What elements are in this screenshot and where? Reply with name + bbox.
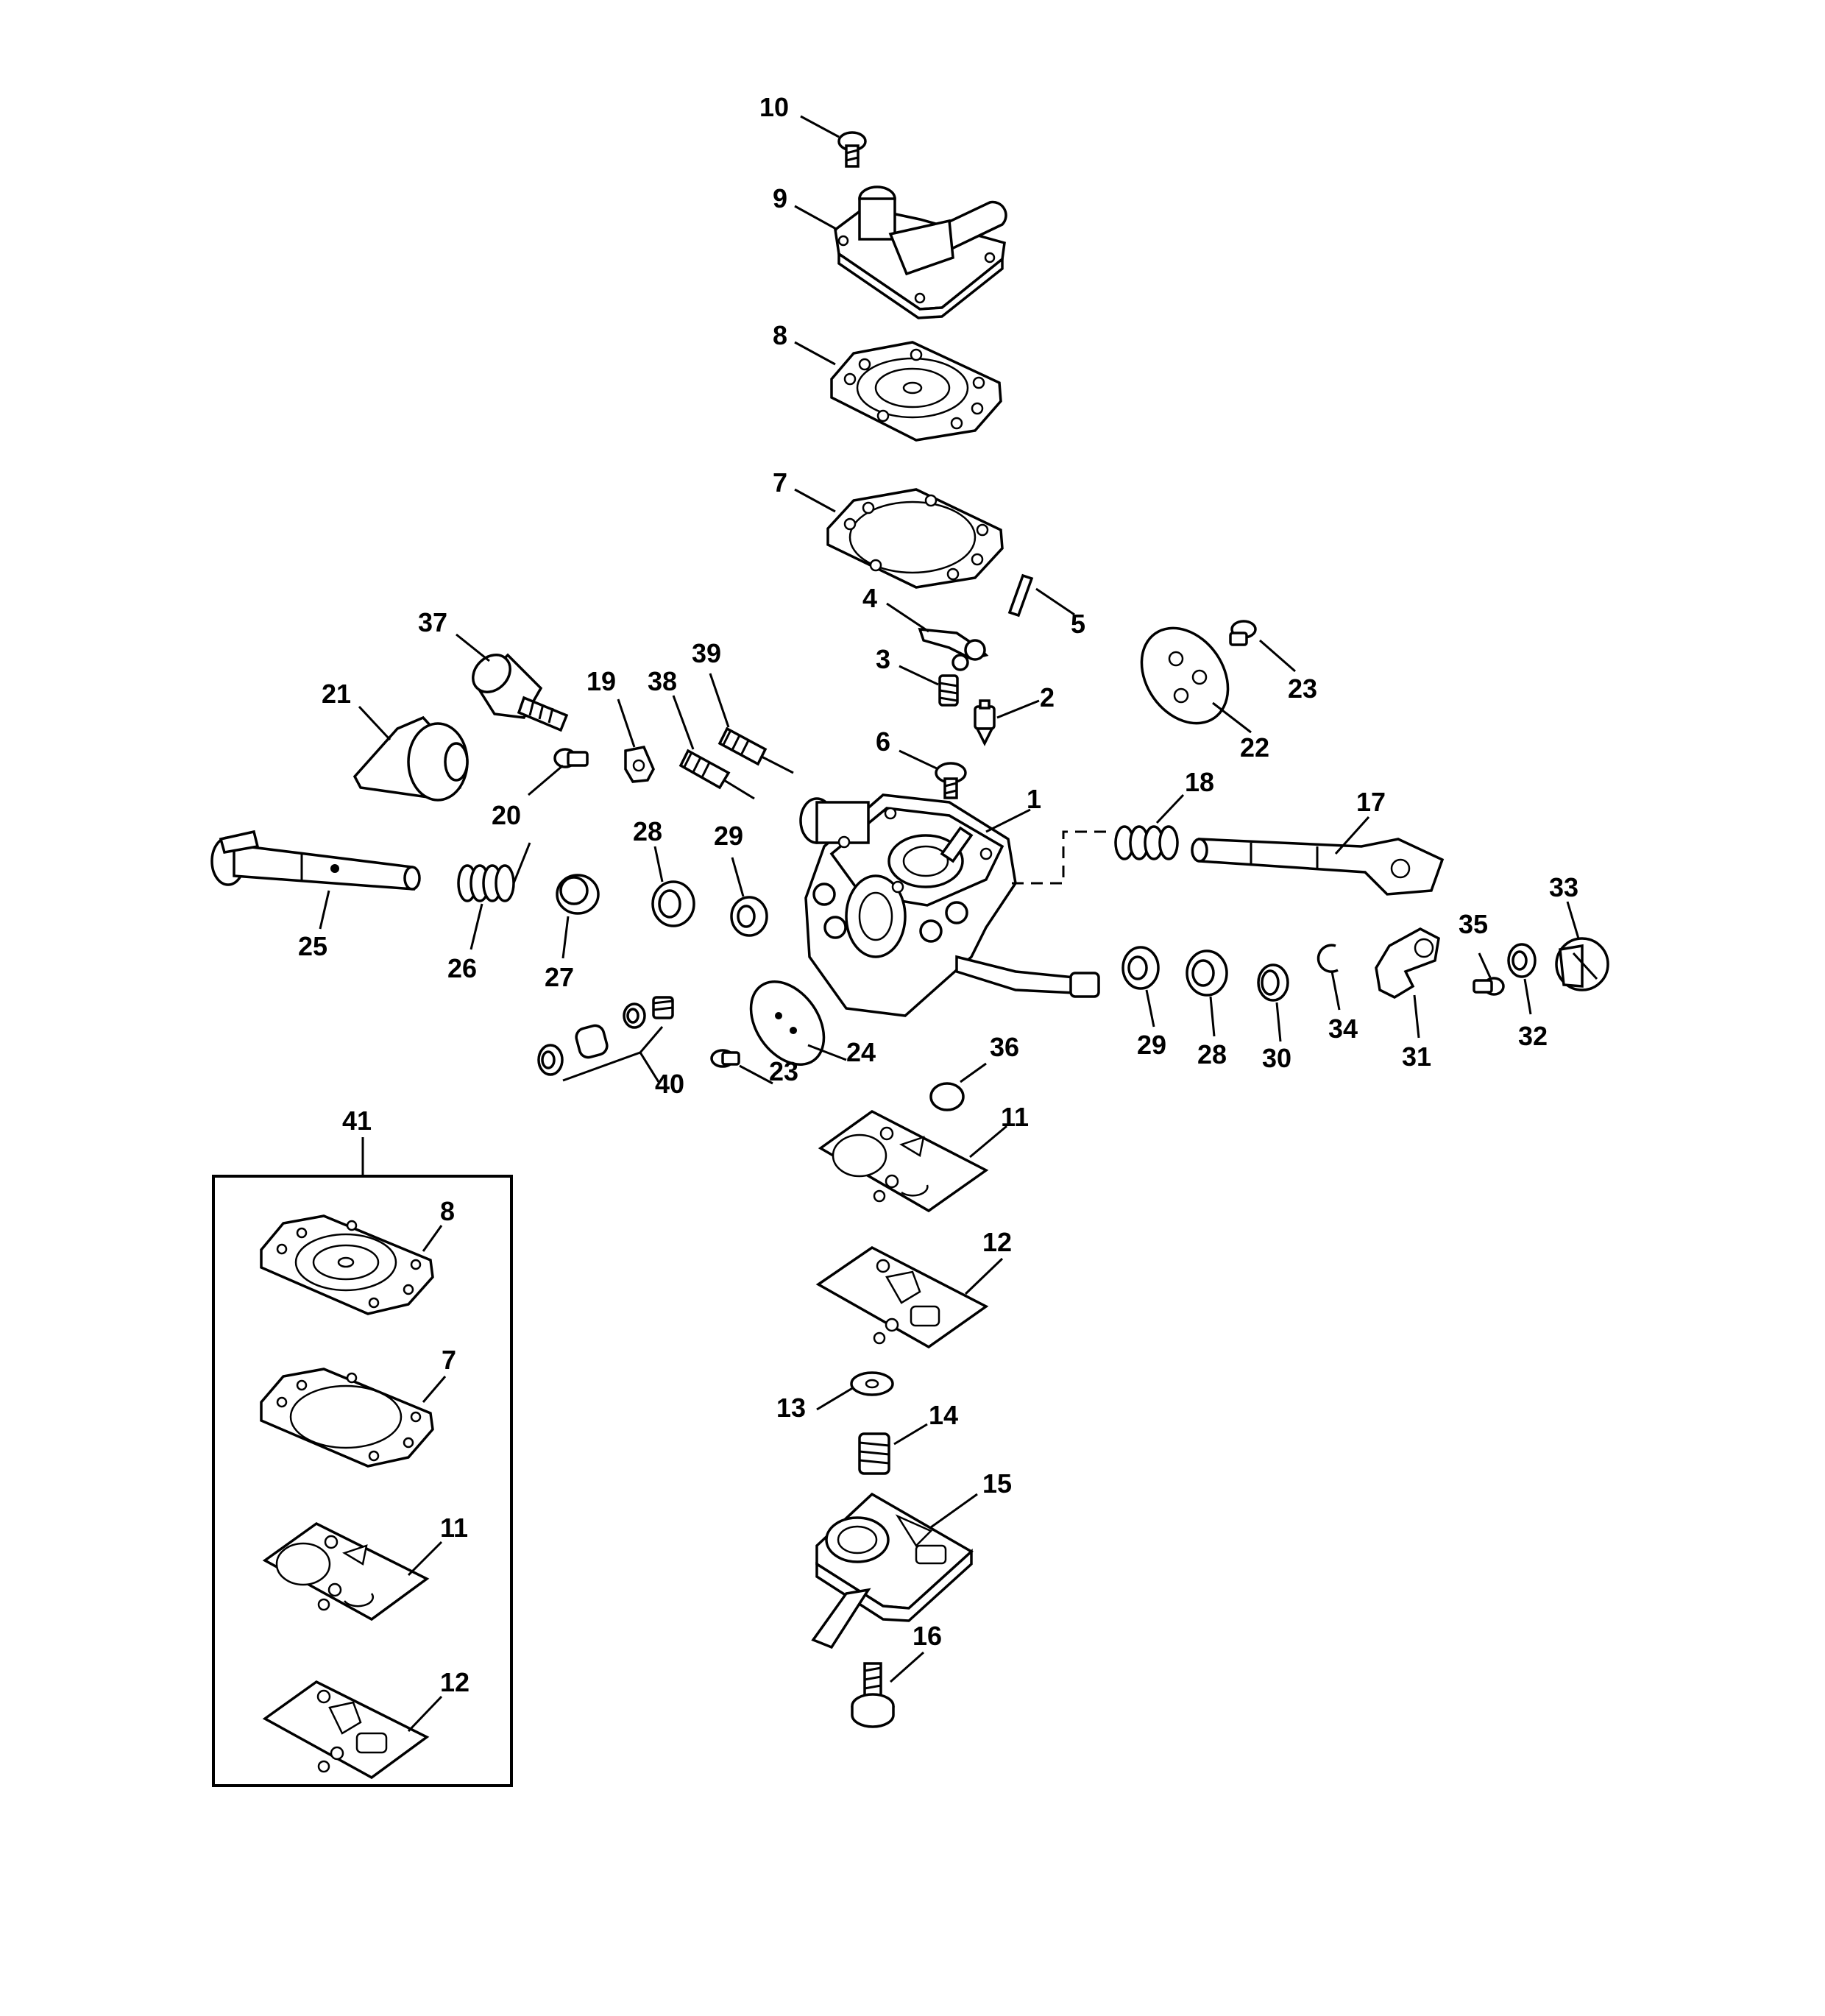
- label-10: 10: [759, 92, 789, 122]
- part-18-spring: [1114, 825, 1179, 860]
- label-kit-11: 11: [440, 1513, 468, 1543]
- label-kit-8: 8: [440, 1196, 455, 1226]
- label-1: 1: [1027, 784, 1041, 814]
- part-22-shutter-disc: [1140, 626, 1230, 725]
- part-37-limiter-cap: [472, 653, 569, 732]
- part-8-diaphragm: [830, 341, 1002, 442]
- part-35-screw: [1473, 977, 1505, 996]
- label-21: 21: [322, 679, 351, 709]
- part-23-screw-lower: [710, 1049, 740, 1068]
- label-36: 36: [990, 1032, 1019, 1062]
- part-21-choke-knob: [352, 715, 469, 802]
- part-36-plug: [929, 1082, 965, 1111]
- part-13-disc: [850, 1371, 894, 1396]
- label-23b: 23: [769, 1056, 798, 1086]
- part-32-washer: [1507, 943, 1537, 978]
- part-38-adjusting-screw: [678, 749, 755, 800]
- part-2-inlet-needle: [974, 699, 996, 746]
- part-39-adjusting-screw: [717, 726, 794, 774]
- label-18: 18: [1185, 767, 1214, 797]
- label-26: 26: [447, 953, 477, 983]
- part-11-gasket: [818, 1109, 989, 1213]
- label-14: 14: [929, 1400, 958, 1430]
- part-24-shutter-disc: [749, 980, 826, 1066]
- part-41-repair-kit-box: [212, 1137, 513, 1787]
- label-12: 12: [982, 1227, 1012, 1257]
- label-32: 32: [1518, 1021, 1548, 1051]
- label-4: 4: [862, 583, 877, 613]
- label-33: 33: [1549, 872, 1578, 902]
- part-15-pump-body: [811, 1492, 974, 1649]
- part-1-carburetor-body: [799, 793, 1100, 1017]
- label-kit-12: 12: [440, 1667, 469, 1697]
- part-27-cap: [556, 874, 600, 915]
- label-28b: 28: [1197, 1039, 1227, 1069]
- label-3: 3: [876, 644, 890, 674]
- part-20-screw: [553, 748, 589, 768]
- label-15: 15: [982, 1468, 1012, 1499]
- label-28a: 28: [633, 816, 662, 846]
- part-7-gasket: [826, 488, 1004, 589]
- part-26-return-spring: [457, 842, 531, 902]
- label-39: 39: [692, 638, 721, 668]
- label-16: 16: [912, 1621, 942, 1651]
- part-28-bushing-right: [1186, 949, 1228, 997]
- part-19-detent-spring: [624, 746, 655, 783]
- label-8: 8: [773, 320, 787, 350]
- part-16-screw: [851, 1662, 895, 1728]
- part-33-knob: [1555, 937, 1609, 991]
- label-11: 11: [1001, 1102, 1029, 1132]
- label-7: 7: [773, 467, 787, 498]
- label-6: 6: [876, 726, 890, 757]
- part-28-bushing-left: [651, 880, 695, 927]
- part-29-bushing-left: [730, 896, 768, 937]
- label-kit-7: 7: [442, 1345, 456, 1375]
- part-4-control-lever: [918, 627, 989, 671]
- label-25: 25: [298, 931, 327, 961]
- label-20: 20: [492, 800, 521, 830]
- label-34: 34: [1328, 1014, 1358, 1044]
- part-29-bushing-right: [1121, 946, 1160, 990]
- part-3-spring: [938, 674, 959, 707]
- label-17: 17: [1356, 787, 1386, 817]
- callout-labels: 10 9 8 7 4 5 37 3 39 23 19 38 21 2 6 22 …: [298, 92, 1578, 1697]
- part-17-throttle-shaft: [1191, 838, 1445, 896]
- label-23a: 23: [1288, 673, 1317, 704]
- part-10-screw: [837, 131, 867, 168]
- part-30-bushing: [1257, 963, 1289, 1002]
- part-14-spring: [858, 1432, 890, 1475]
- label-19: 19: [587, 666, 616, 696]
- label-41: 41: [342, 1106, 372, 1136]
- part-12-gasket: [815, 1245, 989, 1349]
- label-24: 24: [846, 1037, 876, 1067]
- part-9-pump-cover: [834, 185, 1007, 319]
- part-34-e-clip: [1317, 944, 1339, 973]
- part-23-screw-upper: [1229, 620, 1257, 646]
- label-29a: 29: [714, 821, 743, 851]
- label-13: 13: [776, 1393, 806, 1423]
- label-9: 9: [773, 183, 787, 213]
- label-27: 27: [545, 962, 574, 992]
- part-40-valve-kit: [537, 996, 674, 1076]
- label-38: 38: [648, 666, 677, 696]
- label-31: 31: [1402, 1041, 1431, 1072]
- label-30: 30: [1262, 1043, 1291, 1073]
- part-6-screw: [935, 762, 967, 799]
- part-31-lever: [1375, 927, 1440, 999]
- part-5-pin: [1007, 573, 1034, 618]
- label-29b: 29: [1137, 1030, 1166, 1060]
- label-37: 37: [418, 607, 447, 637]
- label-2: 2: [1040, 682, 1055, 712]
- label-22: 22: [1240, 732, 1269, 763]
- label-5: 5: [1071, 609, 1085, 639]
- part-25-choke-shaft: [210, 830, 421, 891]
- label-40: 40: [655, 1069, 684, 1099]
- label-35: 35: [1459, 909, 1488, 939]
